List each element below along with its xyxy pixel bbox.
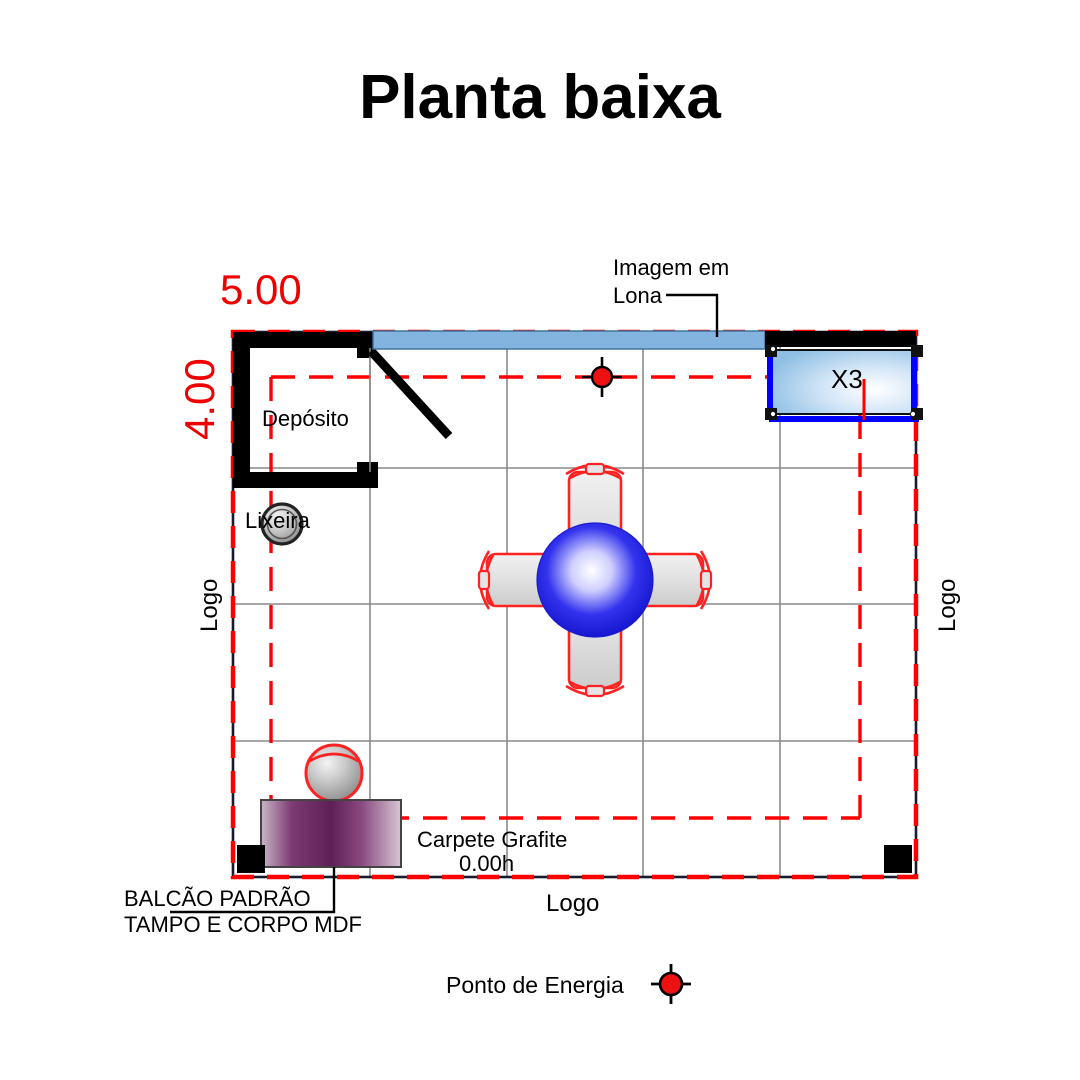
dimension-width-label: 5.00: [220, 266, 302, 313]
balcao-padrao-counter: [260, 743, 402, 868]
balcao-caption-line2: TAMPO E CORPO MDF: [124, 912, 362, 937]
deposito-label: Depósito: [262, 406, 349, 431]
carpete-label-line1: Carpete Grafite: [417, 827, 568, 852]
lixeira-bin: [260, 502, 304, 546]
banner-label-line1: Imagem em: [613, 255, 730, 280]
legend-power-point-label: Ponto de Energia: [446, 972, 624, 998]
logo-left: Logo: [196, 578, 223, 632]
round-table: [536, 522, 654, 638]
column-bottom-right: [884, 845, 912, 873]
balcao-caption-line1: BALCÃO PADRÃO: [124, 886, 311, 911]
carpete-label-line2: 0.00h: [459, 851, 515, 876]
counter-leader-line: [170, 867, 336, 914]
lixeira-label: Lixeira: [245, 508, 310, 533]
banner-leader-line: [666, 293, 719, 337]
back-wall-right: [765, 331, 916, 347]
page-title: Planta baixa: [359, 63, 721, 132]
logo-bottom: Logo: [546, 890, 600, 917]
power-point-marker: [582, 357, 622, 397]
logo-right: Logo: [934, 578, 961, 632]
deposito-door-leaf: [367, 347, 453, 440]
deposito-room: [233, 332, 378, 488]
stand-boundary-dashed: [230, 329, 919, 880]
legend-power-point-icon: [651, 964, 691, 1004]
display-panel-x3-label: X3: [831, 364, 863, 394]
display-panel-x3[interactable]: [765, 345, 923, 422]
meeting-table-set: [477, 462, 713, 698]
column-bottom-left: [237, 845, 265, 873]
banner-label-line2: Lona: [613, 283, 662, 308]
banner-imagem-em-lona: [372, 330, 766, 350]
